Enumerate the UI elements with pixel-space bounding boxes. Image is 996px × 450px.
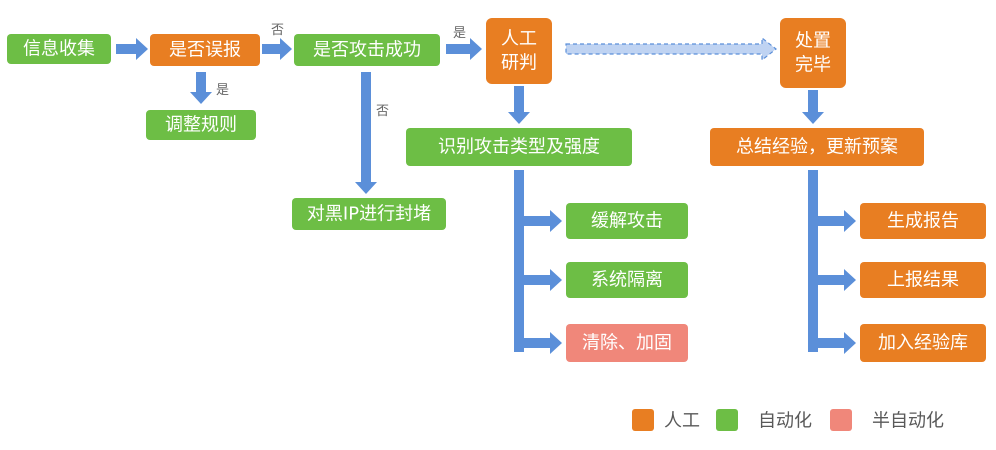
branch-bar-summarize <box>808 170 818 352</box>
node-identify-type: 识别攻击类型及强度 <box>406 128 632 166</box>
node-adjust-rules-label: 调整规则 <box>165 115 237 136</box>
branch-arrow-knowledge <box>818 332 856 354</box>
legend-swatch-manual <box>632 409 654 431</box>
node-is-attack-success-label: 是否攻击成功 <box>313 40 421 61</box>
arrow-falsealarm-to-adjust <box>190 72 212 104</box>
legend-label-auto: 自动化 <box>758 411 812 432</box>
legend-label-semi: 半自动化 <box>872 411 944 432</box>
node-done-line1: 处置 <box>795 31 831 52</box>
arrow-manual-to-identify <box>508 86 530 124</box>
branch-arrow-mitigate <box>524 210 562 232</box>
node-isolate: 系统隔离 <box>566 262 688 298</box>
edge-label-yes-top: 是 <box>453 26 466 41</box>
connectors <box>116 36 856 354</box>
node-manual-analysis-line2: 研判 <box>501 53 537 74</box>
legend-label-manual: 人工 <box>664 411 700 432</box>
node-block-ip-label: 对黑IP进行封堵 <box>307 204 431 225</box>
node-report-label: 生成报告 <box>887 211 959 232</box>
node-done-line2: 完毕 <box>795 55 831 76</box>
legend-swatch-auto <box>716 409 738 431</box>
node-escalate-label: 上报结果 <box>887 270 959 291</box>
node-cleanup-label: 清除、加固 <box>582 333 672 354</box>
node-escalate: 上报结果 <box>860 262 986 298</box>
node-adjust-rules: 调整规则 <box>146 110 256 140</box>
branch-arrow-escalate <box>818 269 856 291</box>
node-manual-analysis: 人工 研判 <box>486 18 552 84</box>
edge-label-no-top: 否 <box>271 23 284 38</box>
arrow-done-to-summarize <box>802 90 824 124</box>
node-info-collect: 信息收集 <box>7 34 111 64</box>
node-report: 生成报告 <box>860 203 986 239</box>
legend-swatch-semi <box>830 409 852 431</box>
arrow-manual-to-done-dashed <box>565 36 777 62</box>
node-is-false-alarm-label: 是否误报 <box>169 40 241 61</box>
node-done: 处置 完毕 <box>780 18 846 88</box>
arrow-success-to-manual <box>446 38 482 60</box>
branch-arrow-isolate <box>524 269 562 291</box>
node-knowledge-base-label: 加入经验库 <box>878 333 968 354</box>
node-summarize: 总结经验，更新预案 <box>710 128 924 166</box>
arrow-success-to-block <box>355 72 377 194</box>
legend: 人工 自动化 半自动化 <box>632 409 944 432</box>
node-block-ip: 对黑IP进行封堵 <box>292 198 446 230</box>
branch-arrow-report <box>818 210 856 232</box>
node-isolate-label: 系统隔离 <box>591 270 663 291</box>
node-knowledge-base: 加入经验库 <box>860 324 986 362</box>
branch-arrow-cleanup <box>524 332 562 354</box>
arrow-collect-to-falsealarm <box>116 38 148 60</box>
node-identify-type-label: 识别攻击类型及强度 <box>438 137 600 158</box>
node-manual-analysis-line1: 人工 <box>501 29 537 50</box>
node-mitigate-label: 缓解攻击 <box>591 211 663 232</box>
node-summarize-label: 总结经验，更新预案 <box>736 137 898 158</box>
node-mitigate: 缓解攻击 <box>566 203 688 239</box>
node-info-collect-label: 信息收集 <box>23 39 95 60</box>
edge-label-yes-left: 是 <box>216 83 229 98</box>
arrow-falsealarm-to-success <box>262 38 292 60</box>
branch-bar-identify <box>514 170 524 352</box>
node-cleanup: 清除、加固 <box>566 324 688 362</box>
node-is-attack-success: 是否攻击成功 <box>294 34 440 66</box>
edge-label-no-down: 否 <box>376 104 389 119</box>
node-is-false-alarm: 是否误报 <box>150 34 260 66</box>
